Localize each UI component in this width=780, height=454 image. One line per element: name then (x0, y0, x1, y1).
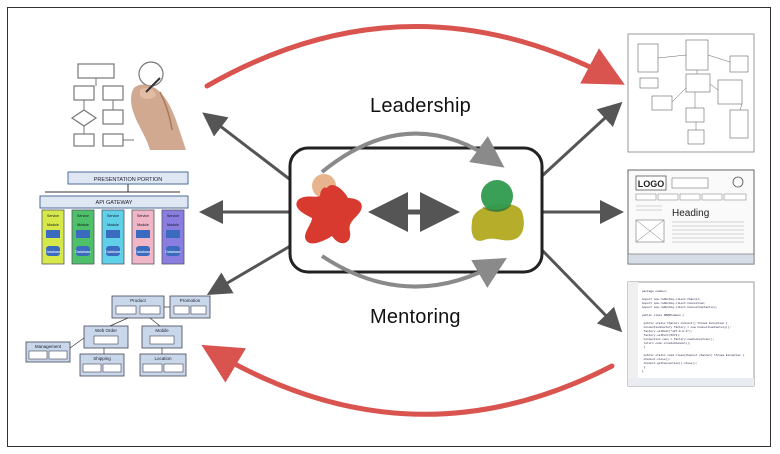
code-line: factory.setPort(5672); (642, 333, 681, 337)
arch-column-label: Database (135, 250, 150, 254)
arch-gateway-text: API GATEWAY (96, 200, 133, 206)
arch-column-label: Module (47, 223, 59, 227)
code-line: } (642, 369, 644, 373)
uml-box1: Product (130, 298, 146, 303)
code-text: package common; import com.rabbitmq.clien… (642, 289, 745, 373)
code-line: channel.close(); (642, 357, 671, 361)
arch-column-label: Service (167, 214, 179, 218)
code-line: import com.rabbitmq.client.Connection; (642, 301, 706, 305)
code-line: } (642, 365, 646, 369)
red-arc-bottom-arrow (201, 344, 615, 417)
arch-header-text: PRESENTATION PORTION (94, 177, 162, 183)
module-diagram: Product Promotion Web Order Mobile Manag… (25, 295, 211, 377)
arch-column-label: Database (165, 250, 180, 254)
mentee-body (471, 203, 524, 241)
code-line: package common; (642, 289, 667, 293)
uml-box11: Location (154, 356, 172, 361)
leadership-label: Leadership (370, 95, 471, 117)
grey-arc-top-arrow (320, 131, 505, 174)
flowchart-sketch (70, 61, 186, 150)
uml-box9: Shipping (93, 356, 111, 361)
code-line: public static void close(Channel channel… (642, 353, 745, 357)
code-line: public static Channel connect() throws E… (642, 321, 728, 325)
code-line: } (642, 345, 646, 349)
arch-column-label: Service (107, 214, 119, 218)
code-editor: package common; import com.rabbitmq.clien… (627, 281, 755, 387)
architecture-diagram: PRESENTATION PORTION API GATEWAY (39, 171, 189, 265)
uml-box14: Mobile (155, 328, 169, 333)
mentor-star (296, 185, 362, 244)
code-line: Connection conn = factory.newConnection(… (642, 337, 714, 341)
code-line: channel.getConnection().close(); (642, 361, 698, 365)
wireframe-heading: Heading (672, 208, 709, 219)
uml-box2: Promotion (180, 298, 201, 303)
arch-column-label: Service (77, 214, 89, 218)
uml-box7: Web Order (95, 328, 117, 333)
code-line: import com.rabbitmq.client.Channel; (642, 297, 701, 301)
code-line: factory.setHost("127.0.0.1"); (642, 329, 693, 333)
mentoring-label: Mentoring (370, 306, 461, 328)
arch-column-label: Service (137, 214, 149, 218)
arch-column-label: Database (105, 250, 120, 254)
arch-column-label: Database (45, 250, 60, 254)
uml-box17: Management (35, 344, 62, 349)
arch-column-label: Module (107, 223, 119, 227)
arch-column-label: Database (75, 250, 90, 254)
grey-arc-bottom-arrow (320, 254, 507, 289)
arch-column-label: Module (167, 223, 179, 227)
code-line: return conn.createChannel(); (642, 341, 691, 345)
code-line: ConnectionFactory factory = new Connecti… (642, 325, 731, 329)
arch-column-label: Module (137, 223, 149, 227)
code-line: public class AMQPCommon { (642, 313, 684, 317)
wireframe: LOGO Heading (627, 169, 755, 265)
mentee-head (481, 180, 513, 212)
arrow-to-bottom-right (538, 246, 623, 333)
red-arc-top-arrow (204, 24, 625, 89)
arch-column-label: Module (77, 223, 89, 227)
arrow-to-top-left (202, 112, 293, 183)
arrow-to-bottom-left (206, 243, 293, 296)
code-line: import com.rabbitmq.client.ConnectionFac… (642, 305, 718, 309)
arrow-to-top-right (540, 101, 623, 178)
wireframe-logo: LOGO (638, 179, 665, 189)
arch-column-label: Service (47, 214, 59, 218)
class-diagram (627, 33, 755, 153)
